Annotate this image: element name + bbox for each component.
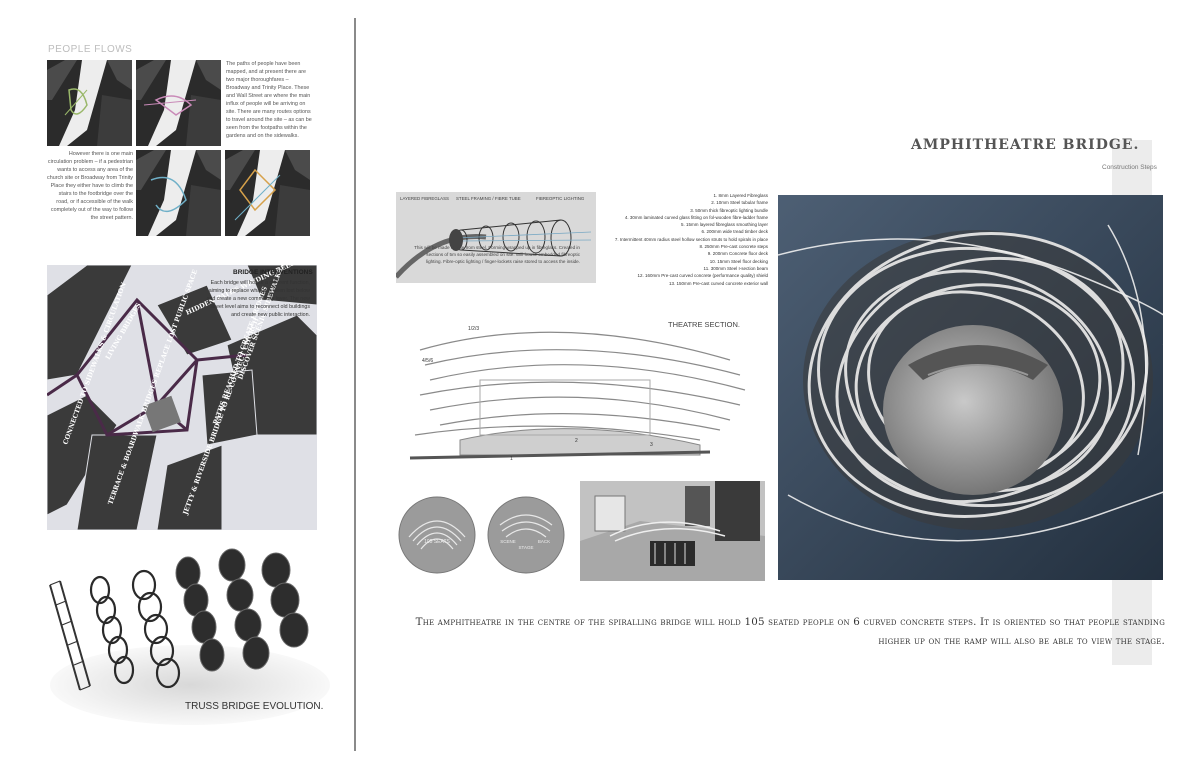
seating-plan-1: 105 SEATS: [397, 495, 477, 575]
ts-num-3: 3: [650, 442, 653, 448]
ts-mark-1: 1/2/3: [468, 326, 479, 332]
page-divider: [354, 18, 356, 751]
people-flows-text-2: However there is one main circulation pr…: [47, 151, 133, 221]
flow-map-3: [136, 150, 221, 236]
people-flows-text-1: The paths of people have been mapped, an…: [226, 61, 312, 139]
construction-legend: 1. 8mm Layered Fibreglass 2. 10mm Steel …: [598, 192, 768, 287]
exploded-description: This will be made off site from steel. F…: [414, 245, 580, 264]
legend-item: 8. 250mm Pre-cast concrete steps: [699, 244, 768, 250]
plan2-label-back: BACK: [538, 539, 550, 544]
exploded-label-fibreglass: LAYERED FIBREGLASS: [400, 196, 449, 201]
truss-caption: TRUSS BRIDGE EVOLUTION.: [185, 701, 324, 712]
flow-map-4: [225, 150, 310, 236]
legend-item: 12. 160mm Pre-cast curved concrete (perf…: [637, 273, 768, 279]
people-flows-title: PEOPLE FLOWS: [48, 44, 133, 55]
legend-item: 2. 10mm Steel tubular frame: [711, 200, 768, 206]
legend-item: 5. 15mm layered fibreglass smoothing lay…: [680, 222, 768, 228]
legend-item: 13. 150mm Pre-cast curved concrete exter…: [668, 280, 768, 286]
bridge-interventions-title: BRIDGE INTERVENTIONS: [233, 269, 313, 276]
legend-item: 3. 50mm thick fibreoptic lighting bundle: [690, 207, 768, 213]
ts-num-1: 1: [510, 456, 513, 462]
theatre-section-label: THEATRE SECTION.: [668, 320, 740, 329]
exploded-label-steel: STEEL FRAMING / FIBRE TUBE: [456, 196, 521, 201]
amphitheatre-subtitle: Construction Steps: [1102, 164, 1157, 171]
flow-map-2: [136, 60, 221, 146]
legend-item: 6. 200mm wide tread timber deck: [701, 229, 768, 235]
seating-plan-2: STAGE SCENE BACK: [486, 495, 566, 575]
legend-item: 10. 15mm Steel floor decking: [709, 258, 768, 264]
legend-item: 7. Intermittent 40mm radius steel hollow…: [614, 236, 768, 242]
truss-evolution-illustration: [40, 545, 330, 735]
exploded-detail: LAYERED FIBREGLASS STEEL FRAMING / FIBRE…: [396, 192, 596, 283]
legend-item: 4. 30mm laminated curved glass fitting o…: [624, 214, 768, 220]
ts-num-2: 2: [575, 438, 578, 444]
model-photo: [580, 481, 765, 581]
plan2-label-scene: SCENE: [500, 539, 516, 544]
exploded-label-lighting: FIBREOPTIC LIGHTING: [536, 196, 585, 201]
amphitheatre-caption: The amphitheatre in the centre of the sp…: [415, 616, 1165, 647]
bridge-interventions-map: LIVING BRIDGES HIDDEN PATHS WINDING BELO…: [47, 265, 317, 530]
legend-item: 1. 8mm Layered Fibreglass: [713, 193, 768, 198]
ts-mark-2: 4/5/6: [422, 358, 433, 364]
flow-map-1: [47, 60, 132, 146]
theatre-section-drawing: 1/2/3 4/5/6 3 2 1: [400, 320, 770, 470]
amphitheatre-title: AMPHITHEATRE BRIDGE.: [911, 137, 1140, 153]
plan2-label-stage: STAGE: [519, 545, 534, 550]
legend-item: 11. 300mm Steel I-section beam: [703, 265, 768, 271]
plan1-label: 105 SEATS: [424, 539, 450, 545]
amphitheatre-render: [778, 195, 1163, 580]
bridge-interventions-text: Each bridge will house a different funct…: [206, 280, 310, 318]
legend-item: 9. 200mm Concrete floor deck: [707, 251, 768, 257]
